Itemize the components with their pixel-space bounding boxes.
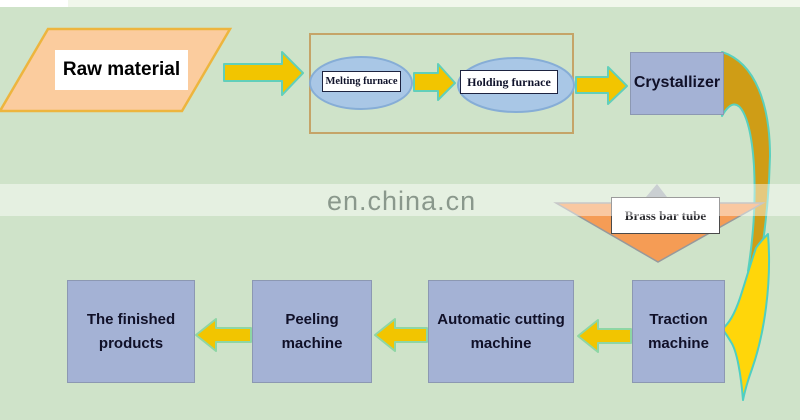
traction-machine-line2: machine [648, 334, 709, 352]
peeling-machine-line1: Peeling [285, 311, 339, 329]
arrow-traction-to-cutting [577, 319, 632, 353]
arrow-furnaces-to-crystallizer [575, 66, 628, 105]
finished-products-box: The finished products [67, 280, 195, 383]
peeling-machine-box: Peeling machine [252, 280, 372, 383]
arrow-peeling-to-finished [195, 318, 252, 352]
automatic-cutting-machine-box: Automatic cutting machine [428, 280, 574, 383]
finished-products-line1: The finished [86, 311, 176, 329]
holding-furnace-label: Holding furnace [460, 70, 558, 94]
arrow-cutting-to-peeling [374, 318, 428, 352]
top-strip-pale [68, 0, 800, 7]
watermark-text: en.china.cn [327, 186, 477, 216]
crystallizer-text: Crystallizer [633, 74, 721, 92]
arrow-raw-to-furnaces [223, 51, 304, 96]
peeling-machine-line2: machine [281, 334, 343, 352]
brass-bar-tube-text: Brass bar tube [624, 207, 707, 223]
top-strip-white [0, 0, 68, 7]
melting-furnace-label: Melting furnace [322, 71, 401, 92]
raw-material-label: Raw material [55, 50, 188, 90]
raw-material-text: Raw material [62, 59, 181, 80]
holding-furnace-text: Holding furnace [467, 74, 551, 89]
traction-machine-line1: Traction [649, 311, 708, 329]
automatic-cutting-machine-line2: machine [470, 334, 532, 352]
brass-bar-tube-label: Brass bar tube [611, 197, 720, 234]
crystallizer-box: Crystallizer [630, 52, 724, 115]
automatic-cutting-machine-line1: Automatic cutting [437, 311, 565, 329]
finished-products-line2: products [98, 334, 164, 352]
traction-machine-box: Traction machine [632, 280, 725, 383]
curved-arrow-lower-segment [721, 233, 771, 401]
arrow-melting-to-holding [413, 63, 456, 101]
melting-furnace-text: Melting furnace [325, 76, 398, 87]
